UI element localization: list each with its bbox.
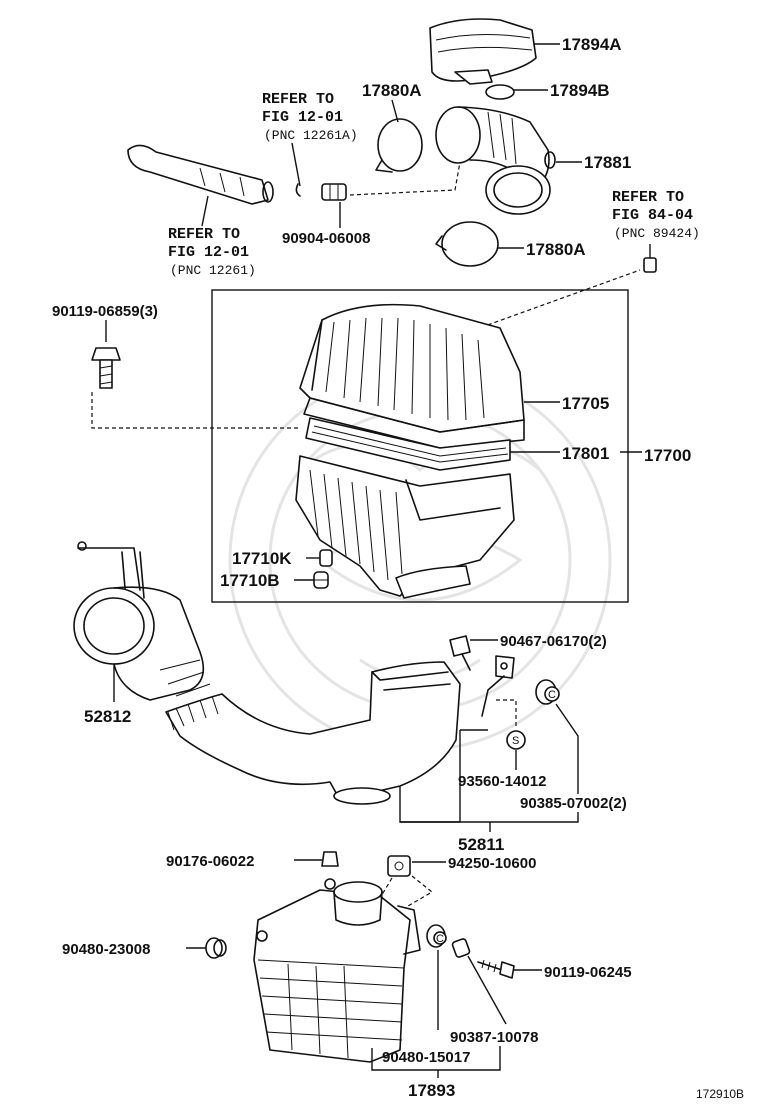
part-90119-06245-bolt[interactable] (477, 959, 515, 979)
part-17710B-grommet[interactable] (313, 571, 329, 589)
label-90176-06022: 90176-06022 (166, 853, 254, 870)
reference-note-12261A: REFER TO FIG 12-01 (PNC 12261A) (262, 91, 358, 143)
part-17801-filter-element[interactable] (305, 417, 511, 471)
part-17881-intake-hose[interactable] (435, 106, 556, 215)
reference-note-12261: REFER TO FIG 12-01 (PNC 12261) (168, 226, 256, 278)
label-17700: 17700 (644, 446, 691, 465)
label-17801: 17801 (562, 444, 609, 463)
part-air-cleaner-case[interactable] (295, 455, 515, 599)
svg-text:(PNC 12261): (PNC 12261) (170, 263, 256, 278)
part-94250-10600-nut[interactable] (387, 855, 411, 877)
part-17710K-grommet[interactable] (319, 549, 333, 567)
label-90119-06859: 90119-06859(3) (52, 303, 158, 320)
part-52812-inlet-duct[interactable] (73, 541, 211, 701)
leader-90385-vertical (555, 703, 579, 794)
part-90385-07002-cushion[interactable]: C (535, 679, 560, 705)
leader-52811-left (399, 786, 460, 823)
label-17881: 17881 (584, 153, 631, 172)
svg-text:REFER TO: REFER TO (168, 226, 240, 243)
label-90119-06245: 90119-06245 (544, 964, 632, 981)
label-90480-15017: 90480-15017 (382, 1049, 470, 1066)
hose-clip-icon (295, 183, 301, 197)
nut-guide-line (379, 875, 434, 907)
part-breather-hose[interactable] (127, 144, 274, 205)
leader-ref-12261 (201, 195, 209, 227)
part-90480-15017-grommet[interactable]: C (426, 924, 447, 948)
svg-text:(PNC 89424): (PNC 89424) (614, 226, 700, 241)
svg-text:FIG 12-01: FIG 12-01 (168, 244, 249, 261)
leader-ref-12261A (291, 142, 301, 187)
part-90480-23008-grommet[interactable] (205, 937, 227, 959)
assembly-frame-17700 (211, 289, 629, 603)
leader-17880A-top (391, 99, 399, 123)
label-90385-07002: 90385-07002(2) (520, 795, 627, 812)
label-17880A-bottom: 17880A (526, 240, 586, 259)
label-17894A: 17894A (562, 35, 622, 54)
label-94250-10600: 94250-10600 (448, 855, 536, 872)
label-17710B: 17710B (220, 571, 280, 590)
label-17894B: 17894B (550, 81, 610, 100)
part-duct-bracket[interactable] (481, 655, 515, 717)
label-52811: 52811 (458, 835, 504, 854)
clip-guide-line (467, 269, 641, 333)
label-17705: 17705 (562, 394, 609, 413)
label-93560-14012: 93560-14012 (458, 773, 546, 790)
part-90467-06170-bolt[interactable] (449, 635, 471, 671)
svg-text:FIG 12-01: FIG 12-01 (262, 109, 343, 126)
svg-text:C: C (548, 689, 556, 701)
part-93560-14012-clip[interactable]: S (506, 730, 526, 750)
leader-17893-bracket (371, 1046, 501, 1071)
svg-text:S: S (512, 735, 519, 747)
part-17894A-resonator[interactable] (429, 18, 537, 85)
svg-text:C: C (436, 933, 444, 945)
svg-text:FIG 84-04: FIG 84-04 (612, 207, 693, 224)
svg-text:REFER TO: REFER TO (262, 91, 334, 108)
bolt-guide-line (91, 392, 298, 429)
label-52812: 52812 (84, 707, 131, 726)
assembly-guide-line (349, 161, 461, 196)
part-90387-10078-collar[interactable] (451, 938, 471, 958)
label-90387-10078: 90387-10078 (450, 1029, 538, 1046)
label-17710K: 17710K (232, 549, 292, 568)
reference-note-89424: REFER TO FIG 84-04 (PNC 89424) (612, 189, 700, 241)
label-17880A-top: 17880A (362, 81, 422, 100)
part-clip-89424[interactable] (643, 244, 657, 273)
figure-id: 172910B (696, 1087, 744, 1101)
leader-52811-bracket-bottom (400, 812, 579, 823)
label-90904-06008: 90904-06008 (282, 230, 370, 247)
part-90176-06022-nut[interactable] (321, 851, 339, 867)
part-90119-06859-bolt[interactable] (91, 347, 121, 389)
label-90467-06170: 90467-06170(2) (500, 633, 607, 650)
label-17893: 17893 (408, 1081, 455, 1100)
part-17893-resonator[interactable] (253, 878, 421, 1063)
part-17880A-clamp-bottom[interactable] (435, 221, 499, 267)
part-17705-cleaner-cap[interactable] (299, 303, 525, 449)
part-17894B-clamp[interactable] (485, 84, 515, 100)
part-52811-air-duct[interactable] (165, 661, 461, 805)
part-17880A-clamp-top[interactable] (375, 118, 423, 173)
bracket-guide-line (496, 699, 517, 726)
label-90480-23008: 90480-23008 (62, 941, 150, 958)
part-90904-06008-connector[interactable] (321, 183, 347, 201)
svg-text:REFER TO: REFER TO (612, 189, 684, 206)
svg-text:(PNC 12261A): (PNC 12261A) (264, 128, 358, 143)
leader-90387 (467, 955, 507, 1025)
